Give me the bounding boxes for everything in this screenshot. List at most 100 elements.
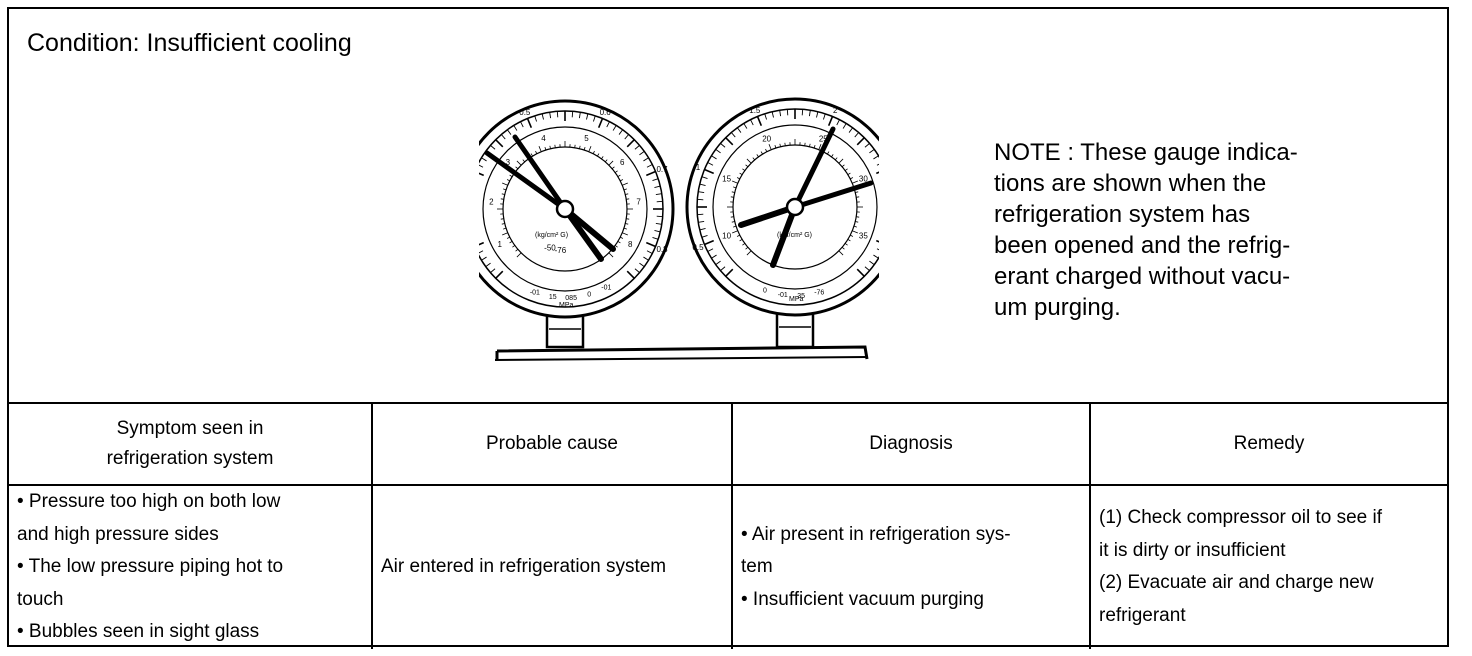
header-remedy: Remedy bbox=[1089, 402, 1447, 486]
gauge-tick bbox=[479, 241, 485, 246]
gauge-scale-label: 7 bbox=[636, 198, 641, 207]
gauge-tick bbox=[623, 227, 627, 230]
gauge-scale-label: 20 bbox=[762, 135, 771, 144]
gauge-tick bbox=[522, 159, 526, 163]
gauge-tick bbox=[742, 243, 746, 246]
gauge-scale-label: 4 bbox=[541, 134, 546, 143]
cell-text: • Pressure too high on both low bbox=[17, 491, 281, 512]
gauge-tick bbox=[701, 235, 708, 238]
gauge-tick bbox=[736, 234, 740, 237]
gauge-tick bbox=[731, 221, 735, 223]
gauge-bottom-label: -01 bbox=[530, 290, 540, 297]
gauge-tick bbox=[711, 155, 717, 160]
cell-probable-cause: Air entered in refrigeration system bbox=[371, 484, 733, 649]
gauge-tick bbox=[841, 164, 845, 168]
note-line: erant charged without vacu- bbox=[994, 263, 1291, 290]
gauge-scale-label: 5 bbox=[584, 134, 589, 143]
gauge-tick bbox=[725, 137, 734, 146]
gauge-tick bbox=[655, 193, 662, 196]
high-gauge-needle-c bbox=[738, 204, 798, 228]
gauge-bottom-label: 0 bbox=[587, 292, 591, 299]
note-line: um purging. bbox=[994, 294, 1121, 321]
header-text: Symptom seen in bbox=[116, 418, 264, 439]
gauge-tick bbox=[698, 191, 705, 194]
gauge-tick bbox=[774, 145, 777, 149]
cell-diagnosis: • Air present in refrigeration sys- tem … bbox=[731, 484, 1091, 649]
high-gauge-needle-d bbox=[770, 204, 798, 268]
cell-text: and high pressure sides bbox=[17, 523, 219, 545]
gauge-tick bbox=[601, 156, 604, 160]
low-gauge-hub bbox=[555, 199, 575, 219]
gauge-tick bbox=[760, 151, 763, 155]
header-symptom: Symptom seen in refrigeration system bbox=[9, 402, 373, 486]
gauge-vacuum-label: -76 bbox=[555, 246, 567, 255]
high-gauge-needle-a bbox=[792, 126, 836, 210]
gauge-tick bbox=[869, 149, 875, 154]
gauge-tick bbox=[583, 147, 586, 151]
gauge-tick bbox=[745, 164, 749, 168]
gauge-tick bbox=[711, 254, 717, 259]
gauge-tick bbox=[844, 243, 848, 246]
gauge-tick bbox=[588, 146, 592, 152]
gauge-tick bbox=[479, 250, 484, 254]
gauge-tick bbox=[516, 252, 522, 258]
gauge-tick bbox=[495, 139, 504, 148]
gauge-tick bbox=[535, 150, 538, 154]
gauge-tick bbox=[844, 168, 848, 171]
gauge-tick bbox=[707, 248, 714, 252]
gauge-tick bbox=[643, 256, 649, 261]
gauge-tick bbox=[626, 270, 635, 279]
gauge-tick bbox=[850, 177, 854, 180]
gauge-bottom-label: 15 bbox=[549, 294, 557, 301]
gauge-tick bbox=[733, 225, 737, 228]
gauge-tick bbox=[592, 150, 595, 154]
gauge-tick bbox=[813, 145, 816, 149]
gauge-illustration: 0.30.40.50.60.70.812345678-50-76-0115085… bbox=[479, 97, 879, 361]
gauge-tick bbox=[626, 139, 635, 148]
gauge-tick bbox=[624, 134, 629, 140]
gauge-tick bbox=[593, 115, 596, 122]
gauge-tick bbox=[875, 239, 879, 243]
gauge-tick bbox=[608, 252, 614, 258]
gauge-tick bbox=[586, 113, 589, 120]
condition-sheet: Condition: Insufficient cooling bbox=[7, 7, 1449, 649]
gauge-scale-label: 35 bbox=[859, 231, 868, 240]
gauge-tick bbox=[479, 172, 485, 177]
gauge-tick bbox=[876, 163, 879, 166]
gauge-tick bbox=[530, 153, 533, 157]
gauge-tick bbox=[620, 179, 624, 182]
gauge-tick bbox=[617, 174, 621, 177]
gauge-scale-label: 0.5 bbox=[692, 243, 704, 252]
gauge-scale-label: 2 bbox=[833, 106, 838, 115]
gauge-tick bbox=[541, 113, 544, 120]
gauge-tick bbox=[490, 268, 496, 273]
gauge-tick bbox=[512, 245, 516, 248]
gauge-tick bbox=[614, 245, 618, 248]
cell-text: (2) Evacuate air and charge new bbox=[1099, 572, 1374, 594]
gauge-tick bbox=[652, 237, 659, 240]
gauge-tick bbox=[506, 236, 510, 239]
gauge-tick bbox=[731, 132, 736, 138]
gauge-tick bbox=[698, 220, 705, 223]
gauge-scale-label: 2 bbox=[489, 198, 494, 207]
gauge-tick bbox=[764, 113, 767, 120]
gauge-scale-label: 0.8 bbox=[656, 245, 668, 254]
gauge-tick bbox=[515, 166, 519, 170]
gauge-tick bbox=[742, 168, 746, 171]
gauge-tick bbox=[715, 149, 721, 154]
gauge-tick bbox=[503, 227, 507, 230]
gauge-tick bbox=[842, 123, 847, 129]
note-line: NOTE : These gauge indica- bbox=[994, 139, 1298, 166]
note-line: been opened and the refrig- bbox=[994, 232, 1291, 259]
gauge-vacuum-label: -50 bbox=[544, 243, 556, 252]
low-gauge-unit-outer: MPa bbox=[559, 302, 574, 309]
gauge-scale-label: 1 bbox=[498, 240, 503, 249]
gauge-tick bbox=[854, 132, 859, 138]
gauge-tick bbox=[495, 270, 504, 279]
condition-title: Condition: Insufficient cooling bbox=[27, 29, 352, 57]
gauge-tick bbox=[503, 188, 507, 191]
gauge-scale-label: 0.5 bbox=[519, 108, 531, 117]
header-text: Remedy bbox=[1233, 433, 1305, 454]
gauge-tick bbox=[732, 230, 738, 234]
